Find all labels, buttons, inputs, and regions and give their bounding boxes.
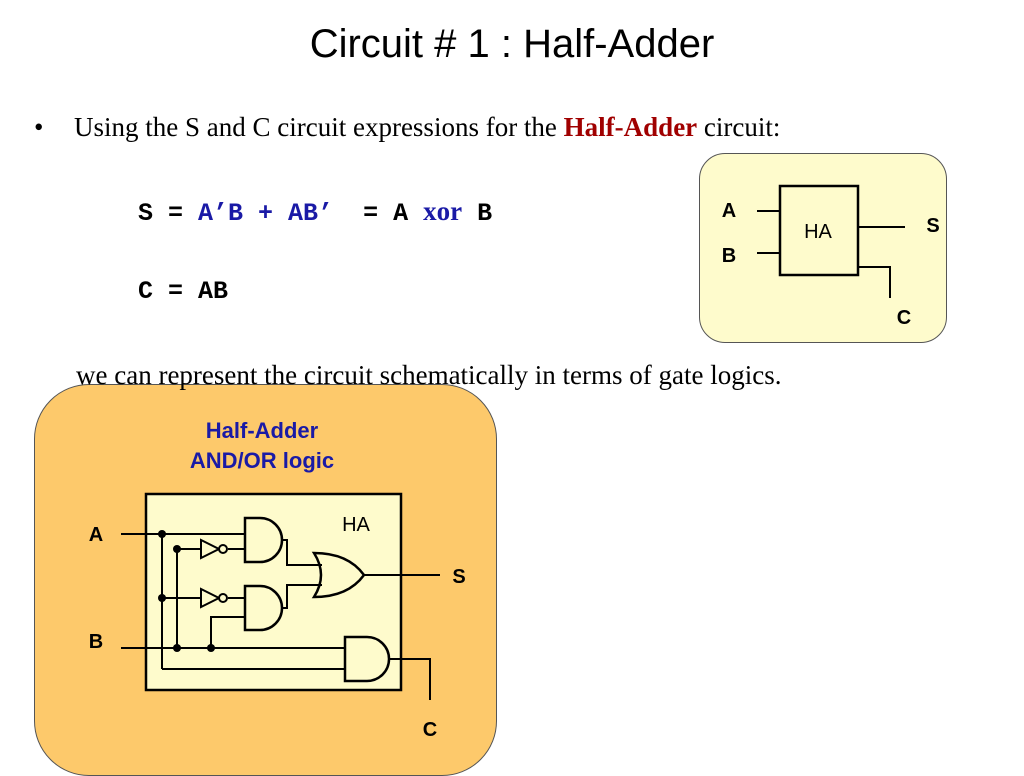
s-equation-expression: A’B + AB’: [198, 199, 334, 228]
gate-level-diagram: Half-Adder AND/OR logic HA: [89, 418, 466, 741]
junction-dot-b3: [207, 644, 215, 652]
output-s-label: S: [452, 566, 465, 588]
ha-block-input-b-label: B: [722, 245, 736, 267]
s-equation-xor: xor: [423, 196, 463, 226]
gate-diagram-heading-line2: AND/OR logic: [190, 448, 334, 473]
junction-dot-b2: [173, 644, 181, 652]
c-output-wire: [389, 658, 431, 700]
gate-diagram-ha-label: HA: [342, 514, 370, 536]
b-to-and2-wire: [210, 616, 245, 648]
bullet-highlight: Half-Adder: [563, 112, 698, 142]
and1-to-or-wire: [282, 539, 322, 566]
ha-block-output-s-label: S: [926, 215, 939, 237]
s-equation: S = A’B + AB’ = A xor B: [138, 196, 492, 228]
gate-diagram-heading-line1: Half-Adder: [206, 418, 319, 443]
not-gate-1: [200, 538, 222, 560]
ha-block-box: [778, 184, 860, 277]
input-b-label: B: [89, 631, 103, 653]
schematic-paragraph: we can represent the circuit schematical…: [76, 360, 782, 390]
junction-dot-b1: [173, 545, 181, 553]
junction-dot-a2: [158, 594, 166, 602]
output-c-label: C: [423, 719, 437, 741]
ha-block-label: HA: [804, 221, 832, 243]
ha-block-input-a-label: A: [722, 200, 736, 222]
s-equation-lhs: S =: [138, 199, 184, 228]
junction-dot-a1: [158, 530, 166, 538]
bullet-marker: •: [34, 112, 44, 142]
s-equation-equals-a: = A: [363, 199, 409, 228]
ha-block-c-wire: [858, 266, 891, 298]
not-gate-1-bubble: [218, 544, 228, 554]
bullet-text-after: circuit:: [703, 112, 781, 142]
half-adder-block: A B HA S C: [722, 184, 940, 329]
and2-to-or-wire: [282, 584, 322, 609]
and-gate-3: [343, 635, 391, 683]
and-gate-2: [243, 584, 284, 632]
ha-block-output-c-label: C: [897, 307, 911, 329]
c-equation: C = AB: [138, 277, 229, 306]
bullet-point: • Using the S and C circuit expressions f…: [34, 112, 780, 143]
slide-title: Circuit # 1 : Half-Adder: [309, 22, 715, 66]
s-equation-rhs: B: [477, 199, 493, 228]
bullet-text-before: Using the S and C circuit expressions fo…: [74, 112, 557, 142]
input-a-label: A: [89, 524, 103, 546]
block-diagram-panel: [699, 153, 947, 343]
and-gate-1: [243, 516, 284, 564]
not-gate-2-bubble: [218, 593, 228, 603]
or-gate: [311, 551, 366, 599]
not-gate-2: [200, 587, 222, 609]
